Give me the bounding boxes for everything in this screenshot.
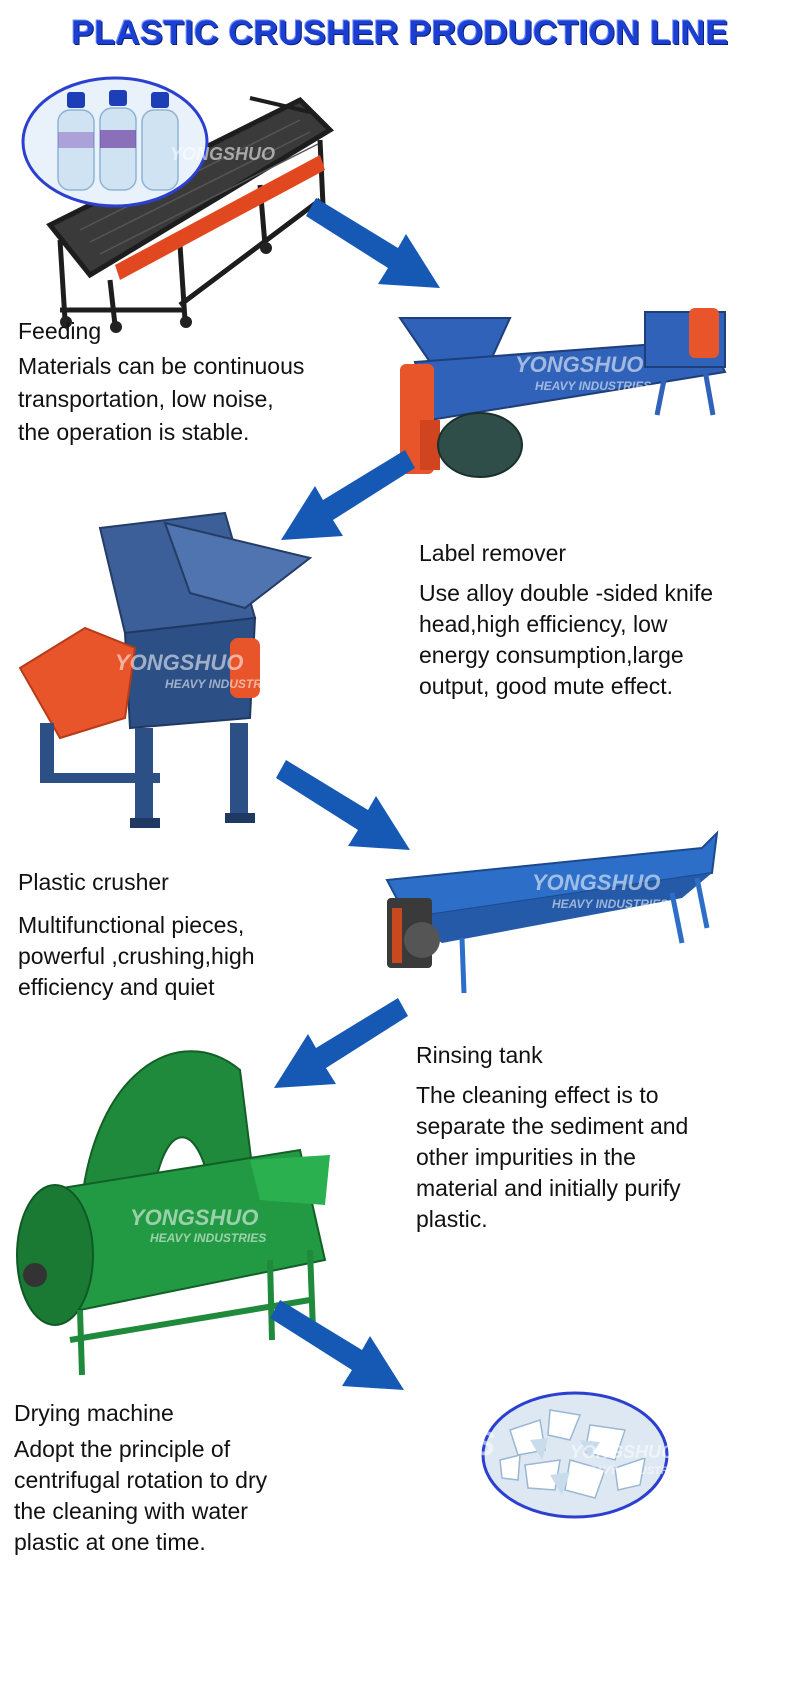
watermark-text: YONGSHUO [532,870,660,895]
watermark-text: YONGSHUO [170,144,275,164]
step-desc-rinsing-tank: The cleaning effect is to separate the s… [416,1082,689,1232]
step-name-feeding: Feeding [18,318,102,344]
flow-arrow-2 [281,450,415,540]
feeding-conveyor-image: YONGSHUO [21,76,335,333]
step-name-drying-machine: Drying machine [14,1400,174,1426]
flow-arrow-5 [270,1300,404,1390]
flow-arrow-1 [306,198,440,288]
watermark-sub: HEAVY INDUSTRIES [580,1465,687,1477]
rinsing-tank-image: YONGSHUO HEAVY INDUSTRIES [385,830,719,994]
label-remover-image: YONGSHUO HEAVY INDUSTRIES [398,308,727,478]
step-name-label-remover: Label remover [419,540,567,566]
watermark-sub: HEAVY INDUSTRIES [552,897,668,911]
watermark-text: YONGSHUO [570,1442,675,1462]
plastic-flakes-image: YS YONGSHUO HEAVY INDUSTRIES [450,1391,687,1519]
step-desc-drying-machine: Adopt the principle of centrifugal rotat… [14,1436,268,1555]
watermark-sub: HEAVY INDUSTRIES [165,677,281,691]
watermark-text: YONGSHUO [515,352,643,377]
watermark-sub: HEAVY INDUSTRIES [535,379,651,393]
drying-machine-image: YONGSHUO HEAVY INDUSTRIES [16,1050,330,1376]
step-name-rinsing-tank: Rinsing tank [416,1042,543,1068]
page-title: PLASTIC CRUSHER PRODUCTION LINE [71,14,729,52]
step-desc-label-remover: Use alloy double -sided knife head,high … [419,580,714,699]
step-name-plastic-crusher: Plastic crusher [18,869,169,895]
watermark-sub: HEAVY INDUSTRIES [150,1231,266,1245]
watermark-text: YONGSHUO [115,650,243,675]
watermark-mark: YS [450,1425,496,1463]
step-desc-feeding: Materials can be continuous transportati… [18,353,305,445]
step-desc-plastic-crusher: Multifunctional pieces, powerful ,crushi… [18,912,255,1000]
watermark-text: YONGSHUO [130,1205,258,1230]
flow-arrow-4 [274,998,408,1088]
flow-arrow-3 [276,760,410,850]
plastic-crusher-image: YONGSHUO HEAVY INDUSTRIES [18,511,313,828]
